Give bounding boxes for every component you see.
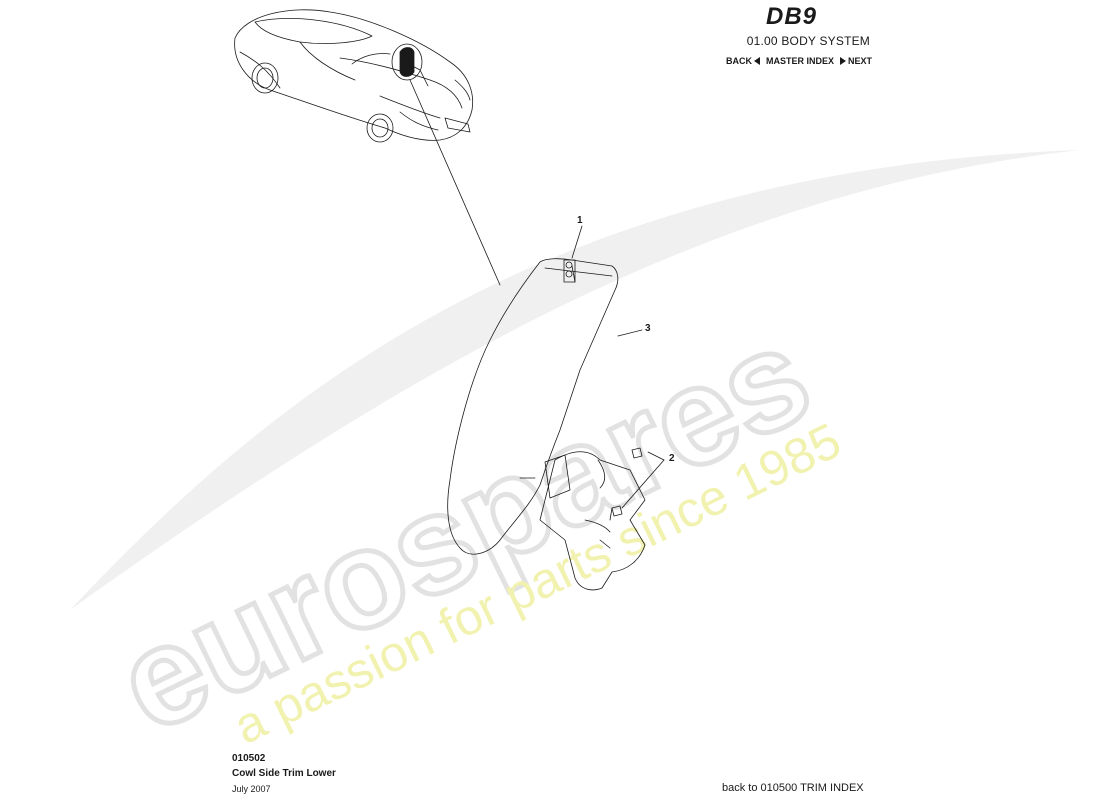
master-index-link[interactable]: MASTER INDEX xyxy=(765,56,834,66)
car-overview-illustration xyxy=(234,9,474,143)
back-to-trim-index-link[interactable]: back to 010500 TRIM INDEX xyxy=(722,782,864,794)
db9-logo-text: DB9 xyxy=(766,3,817,30)
document-number: 010502 xyxy=(232,753,266,764)
fastener-2 xyxy=(611,447,643,517)
leader-line xyxy=(409,79,501,286)
cowl-side-trim-panel xyxy=(447,258,646,591)
fastener-1 xyxy=(563,259,576,283)
callout-2: 2 xyxy=(669,453,675,464)
document-date: July 2007 xyxy=(232,784,271,794)
callout-1: 1 xyxy=(577,215,583,226)
back-arrow-icon xyxy=(753,57,760,65)
document-title: Cowl Side Trim Lower xyxy=(232,768,336,779)
db9-logo: DB9 xyxy=(766,3,817,30)
navigation-bar: BACK MASTER INDEX NEXT xyxy=(712,56,872,66)
next-arrow-icon xyxy=(839,57,846,65)
back-label: BACK xyxy=(725,56,752,66)
next-label: NEXT xyxy=(847,56,872,66)
system-title: 01.00 BODY SYSTEM xyxy=(746,34,870,48)
next-link[interactable]: NEXT xyxy=(839,56,872,66)
back-link[interactable]: BACK xyxy=(726,56,760,66)
part-location-marker xyxy=(399,47,415,77)
callout-3: 3 xyxy=(645,323,651,334)
